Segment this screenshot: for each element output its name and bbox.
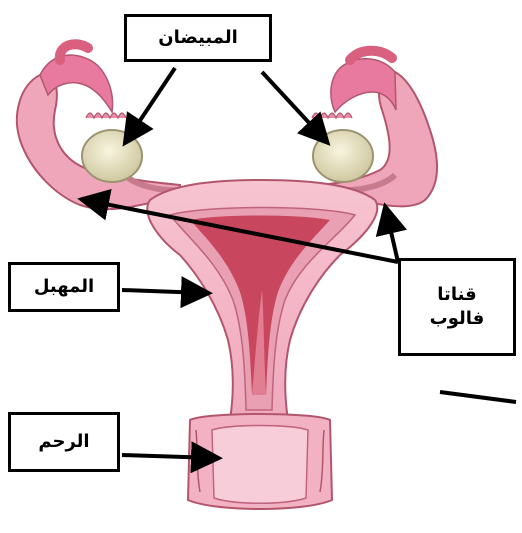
left-ovary xyxy=(82,130,142,182)
label-ovaries-text: المبيضان xyxy=(158,26,238,50)
arrow-tube-right xyxy=(386,210,398,262)
arrow-vagina xyxy=(122,290,205,293)
label-vagina-text: المهبل xyxy=(34,275,94,299)
fimbriae-fringes xyxy=(86,113,352,118)
label-tubes-line2: فالوب xyxy=(430,307,485,331)
label-vagina: المهبل xyxy=(8,262,120,312)
label-ovaries: المبيضان xyxy=(124,14,272,62)
arrow-ovary-right xyxy=(262,72,325,140)
stray-line xyxy=(440,392,516,402)
label-fallopian-tubes: قناتا فالوب xyxy=(398,258,516,356)
label-uterus: الرحم xyxy=(8,412,120,472)
arrow-ovary-left xyxy=(127,68,175,140)
label-tubes-line1: قناتا xyxy=(437,283,476,307)
label-uterus-text: الرحم xyxy=(38,430,89,454)
